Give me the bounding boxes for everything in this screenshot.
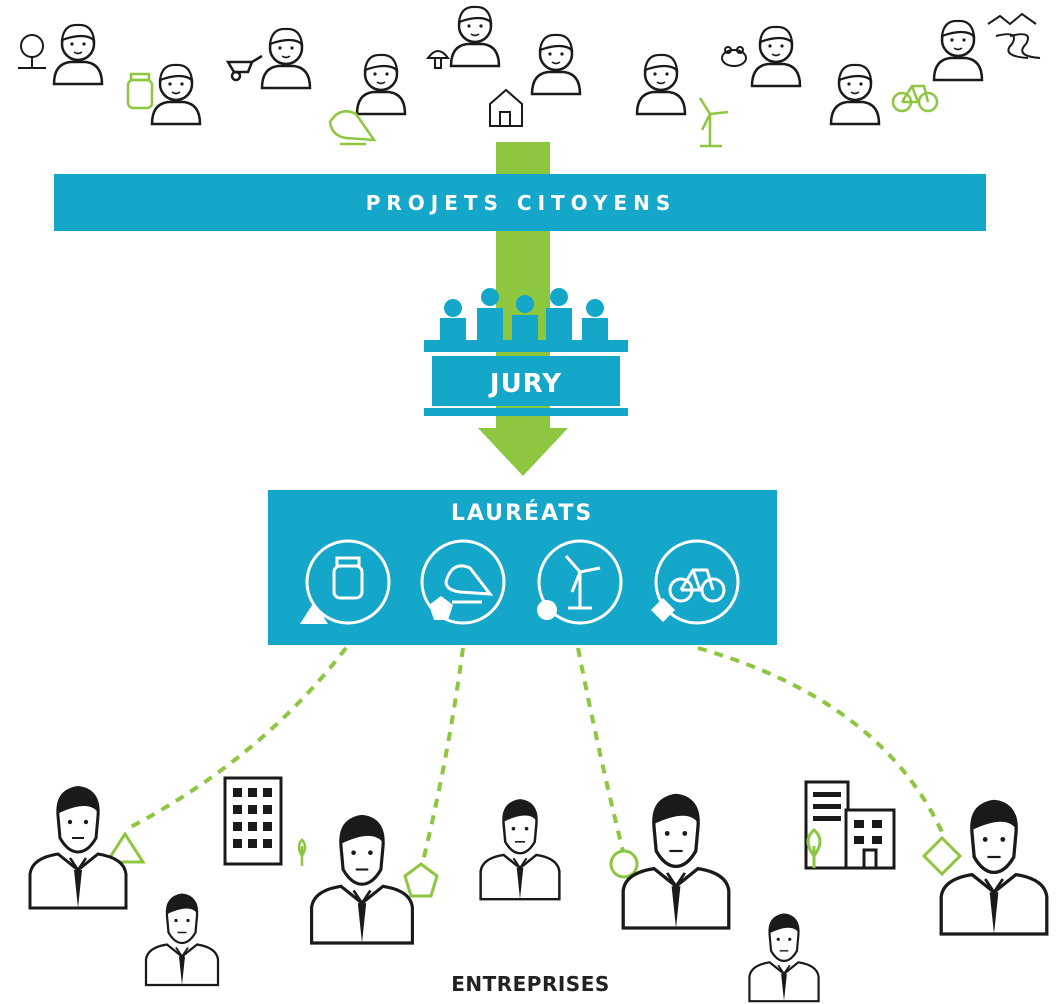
- bird-icon: [328, 110, 377, 146]
- mushroom-icon: [426, 50, 450, 69]
- businessman-avatar: [939, 798, 1049, 936]
- citizen-avatar: [355, 53, 407, 116]
- office-buildings-icon: [804, 780, 896, 870]
- citizen-avatar: [635, 53, 687, 116]
- pentagon-marker: [403, 862, 439, 898]
- banner-title: PROJETS CITOYENS: [366, 191, 677, 215]
- citizen-avatar: [449, 5, 501, 68]
- circle-marker: [537, 600, 557, 620]
- connector-triangle: [124, 646, 348, 832]
- triangle-marker: [104, 831, 146, 864]
- citizen-avatar: [150, 63, 202, 126]
- citizen-avatar: [530, 33, 582, 96]
- triangle-marker: [300, 602, 328, 624]
- circle-marker: [609, 849, 639, 879]
- citizen-avatar: [260, 27, 312, 90]
- diamond-marker: [921, 835, 963, 877]
- wheelbarrow-icon: [225, 54, 263, 82]
- connector-diamond: [697, 646, 944, 833]
- flow-arrow-head: [478, 428, 568, 476]
- connector-circle: [576, 647, 626, 856]
- connector-pentagon: [420, 647, 465, 866]
- pentagon-marker: [429, 596, 453, 620]
- citizen-avatar: [52, 23, 104, 86]
- bicycle-icon: [668, 568, 726, 603]
- jar-icon: [126, 72, 154, 110]
- businessman-avatar: [621, 792, 731, 930]
- companies-group: [28, 776, 1049, 1003]
- building-icon: [223, 776, 283, 866]
- laureats-label: LAURÉATS: [451, 500, 593, 526]
- projets-citoyens-banner: [54, 174, 986, 231]
- citizen-avatar: [750, 25, 802, 88]
- bird-icon: [444, 564, 494, 604]
- citizen-avatar: [829, 63, 881, 126]
- laureate-circle-bicycle: [654, 539, 740, 625]
- laureate-circle-bird: [420, 539, 506, 625]
- jury-label: JURY: [488, 369, 562, 399]
- businessman-avatar: [310, 813, 414, 945]
- wind-turbine-icon: [698, 97, 729, 148]
- businessman-avatar: [479, 797, 561, 901]
- wind-turbine-icon: [564, 555, 601, 610]
- frog-icon: [721, 46, 747, 67]
- citizens-group: [18, 5, 1041, 148]
- plant-icon: [297, 838, 307, 866]
- diamond-marker: [651, 598, 675, 622]
- house-icon: [489, 88, 523, 127]
- tree-icon: [806, 828, 822, 868]
- connector-lines: [124, 646, 944, 866]
- jury-podium: JURY: [424, 288, 628, 416]
- citizen-avatar: [932, 19, 984, 82]
- laureate-circle-jar: [305, 539, 391, 625]
- entreprises-label: ENTREPRISES: [451, 972, 610, 996]
- tree-icon: [18, 34, 46, 69]
- bicycle-icon: [891, 84, 939, 113]
- jar-icon: [332, 556, 364, 600]
- laureate-circle-turbine: [537, 539, 623, 625]
- river-landscape-icon: [987, 12, 1041, 59]
- businessman-avatar: [28, 784, 128, 910]
